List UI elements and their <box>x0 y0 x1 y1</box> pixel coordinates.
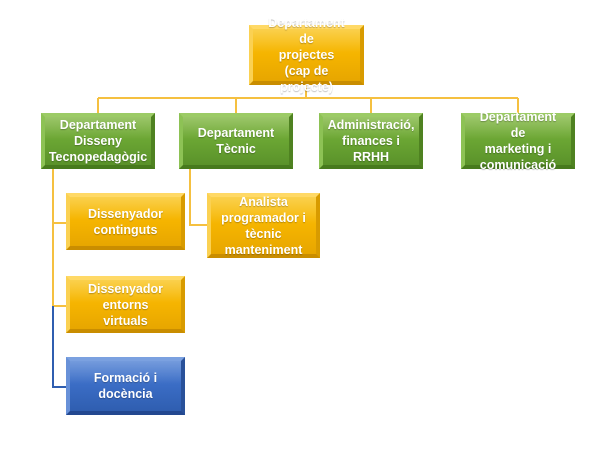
node-analista-programador: Analista programador i tècnic mantenimen… <box>207 193 320 258</box>
node-departament-projectes-label: Departament de projectes (cap de project… <box>268 16 345 94</box>
node-departament-marketing-label: Departament de marketing i comunicació <box>479 110 557 172</box>
node-formacio-docencia-label: Formació i docència <box>93 371 158 401</box>
node-formacio-docencia: Formació i docència <box>66 357 185 415</box>
node-dissenyador-entorns-virtuals-label: Dissenyador entorns virtuals <box>87 281 164 328</box>
node-departament-tecnic: Departament Tècnic <box>179 113 293 169</box>
node-dissenyador-continguts-label: Dissenyador continguts <box>87 206 164 237</box>
node-dissenyador-entorns-virtuals: Dissenyador entorns virtuals <box>66 276 185 333</box>
node-departament-disseny-tecnopedagogic: Departament Disseny Tecnopedagògic <box>41 113 155 169</box>
node-administracio-label: Administració, finances i RRHH <box>327 118 415 164</box>
node-departament-tecnic-label: Departament Tècnic <box>197 126 275 156</box>
connector-tecnic-spine <box>189 169 207 226</box>
connector-to-formacio <box>52 306 66 388</box>
node-departament-projectes: Departament de projectes (cap de project… <box>249 16 364 94</box>
node-analista-programador-label: Analista programador i tècnic mantenimen… <box>221 194 306 257</box>
node-administracio: Administració, finances i RRHH <box>319 113 423 169</box>
node-departament-disseny-tecnopedagogic-label: Departament Disseny Tecnopedagògic <box>48 118 148 164</box>
node-departament-marketing: Departament de marketing i comunicació <box>461 110 575 172</box>
node-dissenyador-continguts: Dissenyador continguts <box>66 193 185 250</box>
